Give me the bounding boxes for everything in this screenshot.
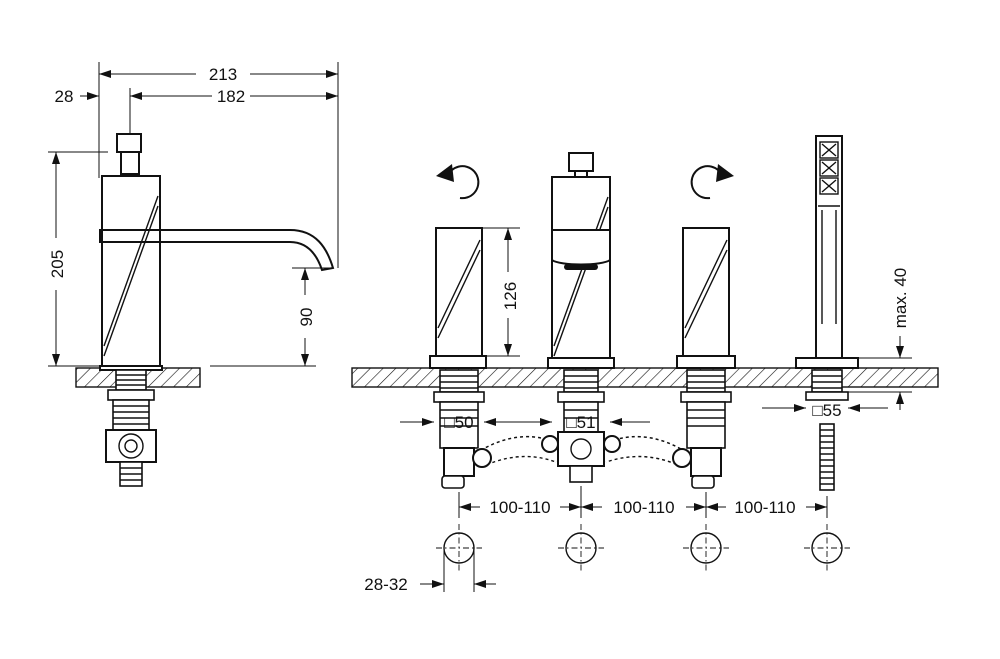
mounting-hole bbox=[804, 524, 850, 572]
dim-handle-offset: 28 bbox=[55, 87, 74, 106]
mounting-hole bbox=[558, 524, 604, 572]
dim-overall-length: 213 bbox=[209, 65, 237, 84]
dim-spout-reach: 182 bbox=[217, 87, 245, 106]
deck-section-right bbox=[351, 367, 939, 388]
mounting-hole bbox=[436, 524, 482, 572]
mounting-shank-left bbox=[105, 369, 157, 487]
cold-handle bbox=[429, 227, 487, 489]
mounting-hole bbox=[683, 524, 729, 572]
dim-body-height: 205 bbox=[48, 250, 67, 278]
center-spout bbox=[547, 152, 615, 483]
side-view: 213 182 28 205 90 bbox=[48, 62, 339, 487]
hand-shower bbox=[795, 135, 859, 491]
braided-hoses bbox=[472, 433, 692, 469]
dim-hole-diameter: 28-32 bbox=[364, 575, 407, 594]
dim-spout-height: 90 bbox=[297, 308, 316, 327]
dim-handle-height: 126 bbox=[501, 282, 520, 310]
dim-spacing-1: 100-110 bbox=[489, 498, 550, 517]
clockwise-arrow-icon bbox=[690, 164, 734, 200]
front-view: 126 max. 40 □50 □51 □55 100-110 bbox=[351, 135, 939, 594]
dim-base-left: □50 bbox=[444, 413, 473, 432]
counterclockwise-arrow-icon bbox=[436, 164, 480, 200]
spout bbox=[99, 229, 335, 272]
dim-base-center: □51 bbox=[566, 413, 595, 432]
dim-spacing-3: 100-110 bbox=[734, 498, 795, 517]
dim-max-deck: max. 40 bbox=[891, 268, 910, 328]
dim-spacing-2: 100-110 bbox=[613, 498, 674, 517]
dim-base-shower: □55 bbox=[812, 401, 841, 420]
mixer-lever bbox=[116, 133, 142, 153]
